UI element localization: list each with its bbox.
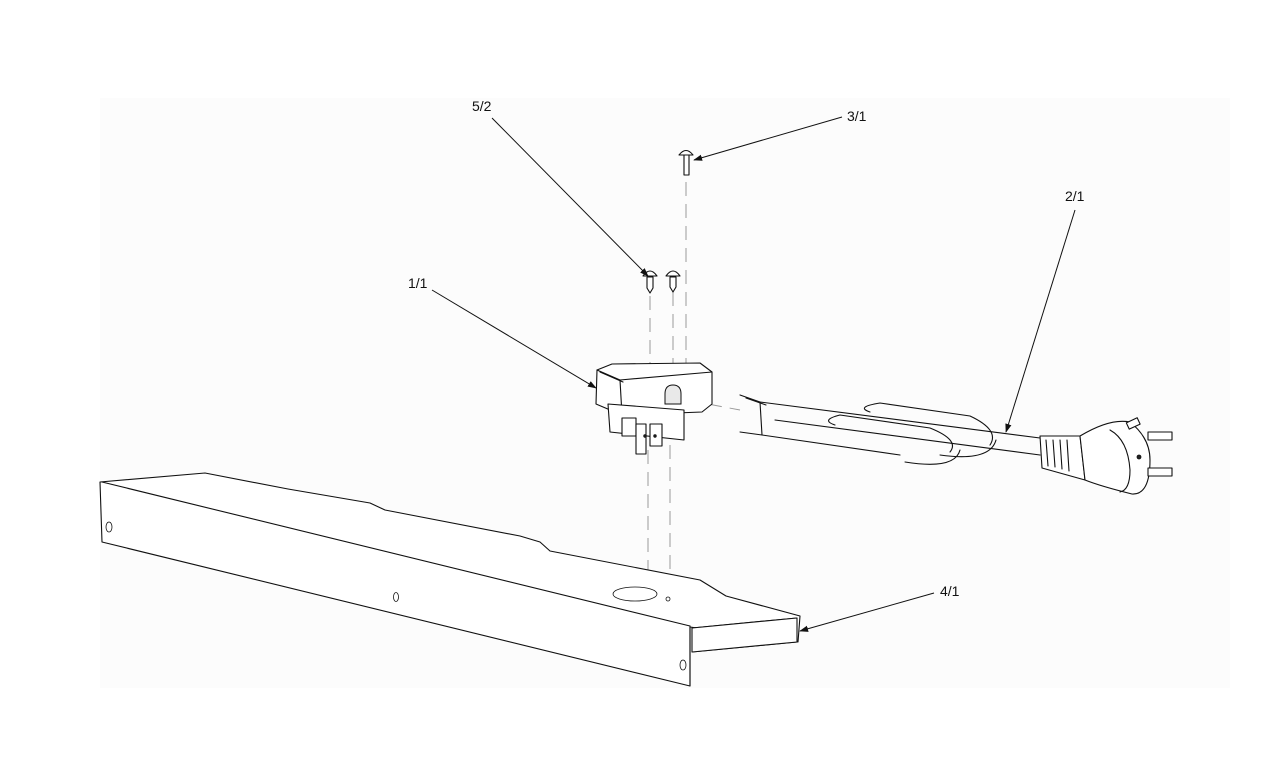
heating-element-cord [739,394,1173,495]
callout-labels: 5/2 3/1 2/1 1/1 4/1 [408,98,1085,599]
switch-housing [595,362,713,455]
callout-label: 5/2 [472,98,492,114]
leader-5-2 [491,117,649,277]
rail-mount-hole [612,586,658,602]
leader-4-1 [799,592,935,632]
callout-label: 2/1 [1065,188,1085,204]
long-screw [678,149,694,176]
leader-1-1 [431,289,597,389]
callout-label: 3/1 [847,108,867,124]
leader-lines [431,116,1076,632]
callout-label: 4/1 [940,583,960,599]
mounting-rail [99,472,801,687]
callout-label: 1/1 [408,275,428,291]
leader-2-1 [1005,209,1076,433]
leader-3-1 [693,116,843,161]
assembly-center-lines [647,182,741,590]
